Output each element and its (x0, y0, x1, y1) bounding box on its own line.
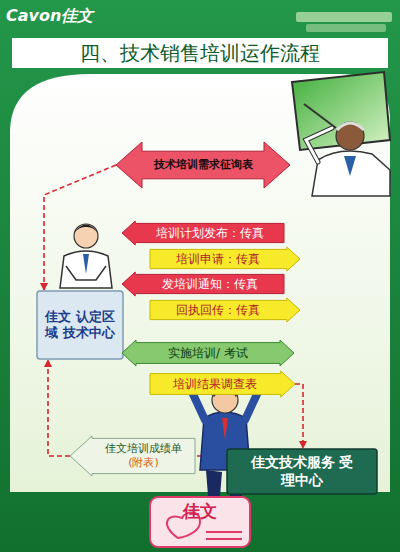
arrow-shape: 发培训通知：传真 (122, 272, 284, 296)
teacher-arm (306, 128, 332, 162)
bottom-logo-plate (150, 497, 250, 547)
arrow-outline (150, 371, 295, 397)
node-text: 培训申请：传真 (176, 252, 260, 267)
arrow-shape: 培训计划发布：传真 (122, 221, 284, 245)
node-content: 培训申请：传真 (176, 252, 260, 267)
arrow-outline (150, 247, 300, 271)
dashed-connector (44, 165, 116, 290)
process-box: 佳文 认定区域 技术中心 (36, 290, 124, 360)
box-outline (227, 449, 377, 494)
node-text: 实施培训/ 考试 (168, 346, 248, 361)
arrow-shape: 实施培训/ 考试 (122, 340, 294, 366)
node-text: 培训计划发布：传真 (156, 226, 264, 241)
arrow-outline (116, 142, 290, 188)
arrow-outline (70, 436, 195, 476)
arrow-shape: 佳文培训成绩单(附表) (70, 436, 195, 476)
node-content: 回执回传：传真 (176, 303, 260, 318)
node-note: (附表) (105, 456, 182, 470)
brand-logo: Cavon佳文 (6, 6, 146, 27)
arrow-shape: 回执回传：传真 (150, 298, 300, 322)
logo-lines (206, 532, 242, 539)
node-content: 佳文技术服务 受理中心 (246, 454, 358, 489)
node-text: 佳文技术服务 受理中心 (246, 454, 358, 489)
technician-tie (83, 254, 89, 274)
arrow-outline (122, 272, 284, 296)
node-text: 培训结果调查表 (173, 377, 257, 392)
teacher-tie (344, 156, 356, 176)
technician-hair (74, 225, 98, 234)
teacher-coat (312, 151, 390, 196)
pointer-stick (304, 104, 336, 128)
node-content: 培训结果调查表 (173, 377, 257, 392)
teacher-head (336, 122, 364, 150)
node-text: 佳文培训成绩单 (105, 442, 182, 456)
arrow-outline (122, 340, 294, 366)
technician-arms (66, 266, 106, 280)
technician-body (60, 251, 112, 288)
corner-mark (296, 12, 392, 22)
node-content: 技术培训需求征询表 (154, 158, 253, 172)
arrow-outline (122, 221, 284, 245)
node-content: 发培训通知：传真 (162, 277, 258, 292)
box-outline (37, 291, 123, 359)
arrow-shape: 培训申请：传真 (150, 247, 300, 271)
node-content: 实施培训/ 考试 (168, 346, 248, 361)
teacher-sleeve (306, 128, 332, 162)
page-title: 四、技术销售培训运作流程 (0, 41, 400, 65)
logo-text: 佳文 (160, 500, 240, 523)
node-content: 佳文 认定区域 技术中心 (44, 309, 116, 342)
arrow-shape: 技术培训需求征询表 (116, 142, 290, 188)
node-content: 培训计划发布：传真 (156, 226, 264, 241)
corner-mark (306, 24, 386, 32)
node-text: 技术培训需求征询表 (154, 158, 253, 172)
node-text: 回执回传：传真 (176, 303, 260, 318)
teacher-hair (337, 123, 364, 130)
man-tie (222, 418, 228, 440)
node-content: 佳文培训成绩单(附表) (105, 442, 182, 470)
dashed-connector (48, 360, 70, 456)
process-box: 佳文技术服务 受理中心 (226, 448, 378, 495)
dashed-connector (295, 384, 303, 448)
arrow-shape: 培训结果调查表 (150, 371, 295, 397)
technician-head (74, 224, 98, 248)
node-text: 发培训通知：传真 (162, 277, 258, 292)
node-text: 佳文 认定区域 技术中心 (44, 309, 116, 342)
arrow-outline (150, 298, 300, 322)
